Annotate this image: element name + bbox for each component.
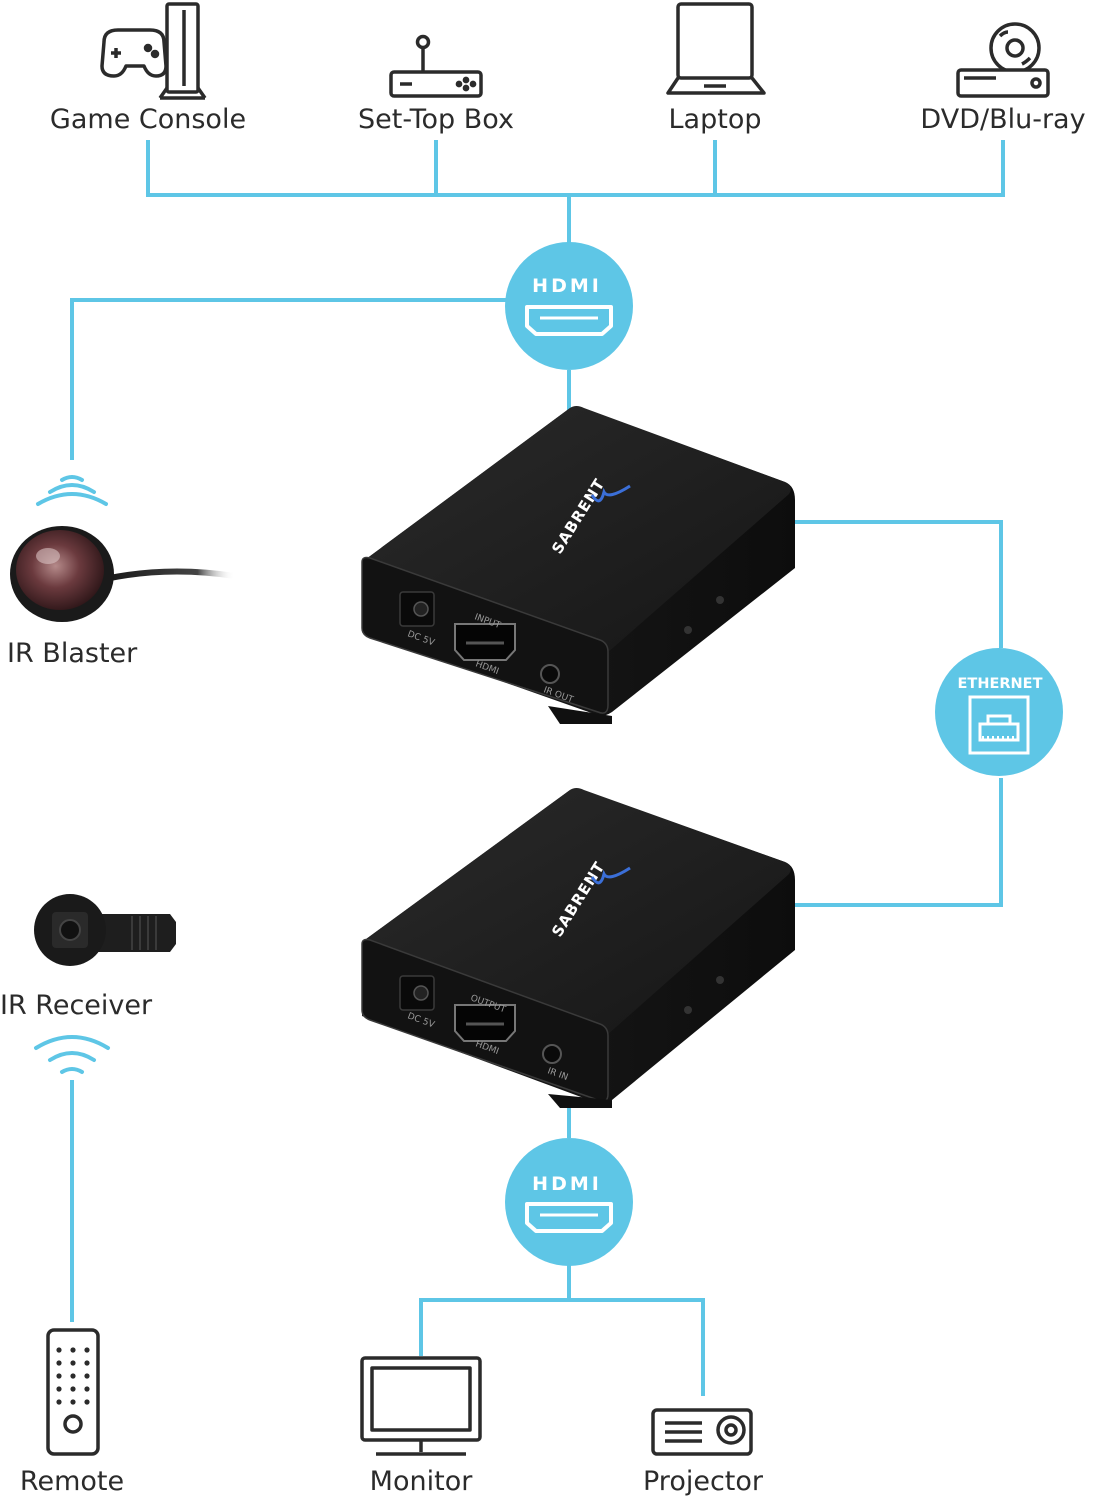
ethernet-port-icon	[968, 695, 1030, 755]
ir-out-jack	[540, 664, 560, 684]
dvd-player-icon	[956, 22, 1050, 98]
hdmi-output-badge: HDMI	[505, 1138, 633, 1266]
hdmi-port-icon	[525, 1202, 613, 1233]
ir-blaster-line	[70, 298, 507, 460]
hdmi-to-displays-line	[419, 1265, 705, 1396]
monitor-label: Monitor	[369, 1466, 473, 1497]
remote-label: Remote	[19, 1466, 125, 1497]
ethernet-badge-text: ETHERNET	[958, 676, 1043, 692]
hdmi-input-badge: HDMI	[505, 242, 633, 370]
set-top-box-label: Set-Top Box	[358, 104, 514, 135]
hdmi-transmitter-unit: SABRENT DC 5V INPUT HDMI IR OUT	[361, 406, 795, 724]
laptop-label: Laptop	[668, 104, 762, 135]
remote-icon	[46, 1328, 100, 1456]
dvd-bluray-label: DVD/Blu-ray	[920, 104, 1086, 135]
ir-blaster-signal-icon	[36, 475, 108, 506]
ir-in-jack	[542, 1044, 562, 1064]
source-bus-line	[146, 140, 1005, 248]
hdmi-receiver-unit: SABRENT DC 5V OUTPUT HDMI IR IN	[361, 788, 795, 1108]
connection-lines	[70, 140, 1005, 1396]
ethernet-line	[793, 520, 1003, 907]
projector-icon	[651, 1408, 753, 1456]
projector-label: Projector	[643, 1466, 763, 1497]
ethernet-badge: ETHERNET	[935, 648, 1063, 776]
ir-receiver-label: IR Receiver	[0, 990, 153, 1021]
ir-receiver-device	[34, 894, 268, 966]
set-top-box-icon	[389, 34, 483, 98]
ir-receiver-signal-icon	[34, 1035, 110, 1074]
laptop-icon	[666, 2, 766, 95]
hdmi-port-icon	[525, 305, 613, 336]
hdmi-output-badge-text: HDMI	[532, 1173, 602, 1195]
game-console-icon	[100, 2, 207, 100]
hdmi-input-badge-text: HDMI	[532, 275, 602, 297]
ir-blaster-label: IR Blaster	[7, 638, 138, 669]
brand-logo-swoosh	[590, 484, 631, 503]
game-console-label: Game Console	[49, 104, 247, 135]
brand-logo-swoosh	[590, 866, 631, 885]
ir-blaster-device	[10, 526, 236, 622]
monitor-icon	[360, 1356, 482, 1456]
